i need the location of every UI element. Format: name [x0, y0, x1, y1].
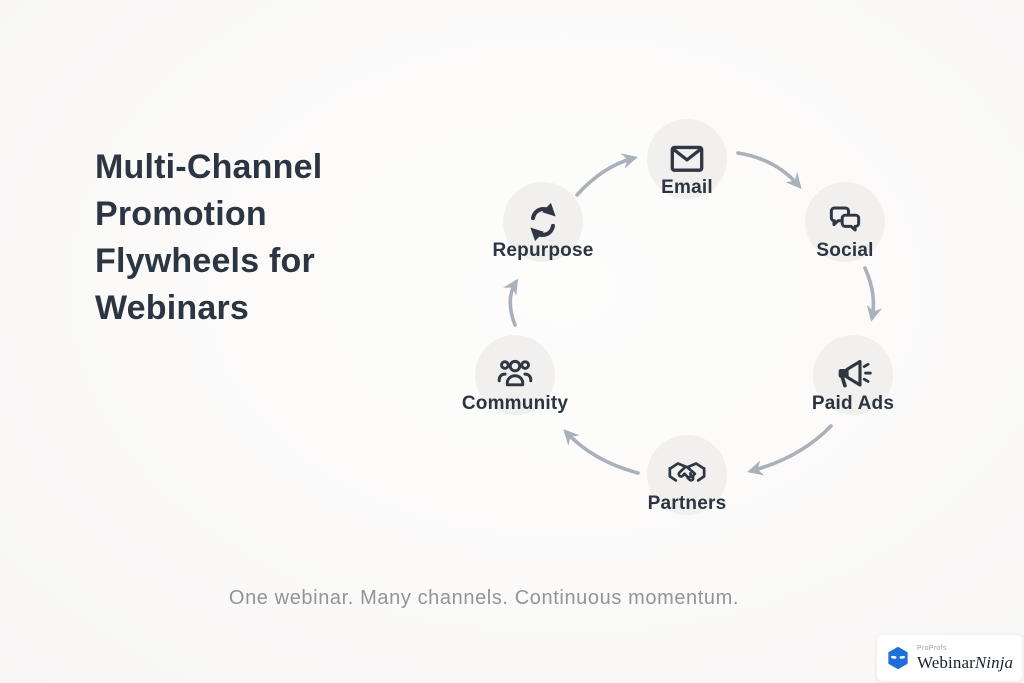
megaphone-icon — [838, 359, 872, 388]
node-label-social: Social — [816, 240, 874, 261]
flywheel-node-repurpose: Repurpose — [463, 182, 623, 262]
page-title: Multi-Channel Promotion Flywheels for We… — [95, 144, 415, 332]
node-label-paid-ads: Paid Ads — [811, 393, 895, 414]
title-line-4: Webinars — [95, 289, 250, 327]
logo-brand-main: Webinar — [917, 653, 975, 672]
webinarninja-logo: ProProfs WebinarNinja — [876, 634, 1024, 682]
node-label-community: Community — [461, 393, 569, 414]
title-line-2: Promotion — [95, 195, 267, 233]
tagline: One webinar. Many channels. Continuous m… — [228, 587, 740, 609]
handshake-icon — [668, 462, 706, 482]
flywheel-node-partners: Partners — [607, 435, 767, 515]
flywheel-node-community: Community — [435, 335, 595, 415]
chat-bubbles-icon — [829, 206, 861, 232]
node-label-email: Email — [661, 177, 713, 198]
logo-text: ProProfs WebinarNinja — [917, 645, 1013, 671]
arrow-social-to-paidads — [863, 266, 883, 322]
logo-brand-suffix: Ninja — [974, 653, 1014, 672]
refresh-icon — [530, 202, 556, 242]
people-icon — [497, 359, 533, 387]
logo-brand-name: WebinarNinja — [917, 654, 1013, 671]
title-line-3: Flywheels for — [95, 242, 315, 280]
ninja-logo-icon — [888, 646, 908, 670]
paid-ads-circle — [813, 335, 893, 415]
partners-circle — [647, 435, 727, 515]
flywheel-node-paid-ads: Paid Ads — [773, 335, 933, 415]
node-label-partners: Partners — [647, 493, 727, 514]
logo-proprofs-label: ProProfs — [917, 645, 947, 652]
repurpose-circle — [503, 182, 583, 262]
flywheel-node-social: Social — [765, 182, 925, 262]
title-line-1: Multi-Channel — [95, 148, 323, 186]
envelope-icon — [670, 145, 704, 172]
community-circle — [475, 335, 555, 415]
arrow-community-to-repurpose — [503, 278, 519, 327]
email-circle — [647, 119, 727, 199]
social-circle — [805, 182, 885, 262]
node-label-repurpose: Repurpose — [492, 240, 594, 261]
flywheel-node-email: Email — [607, 119, 767, 199]
